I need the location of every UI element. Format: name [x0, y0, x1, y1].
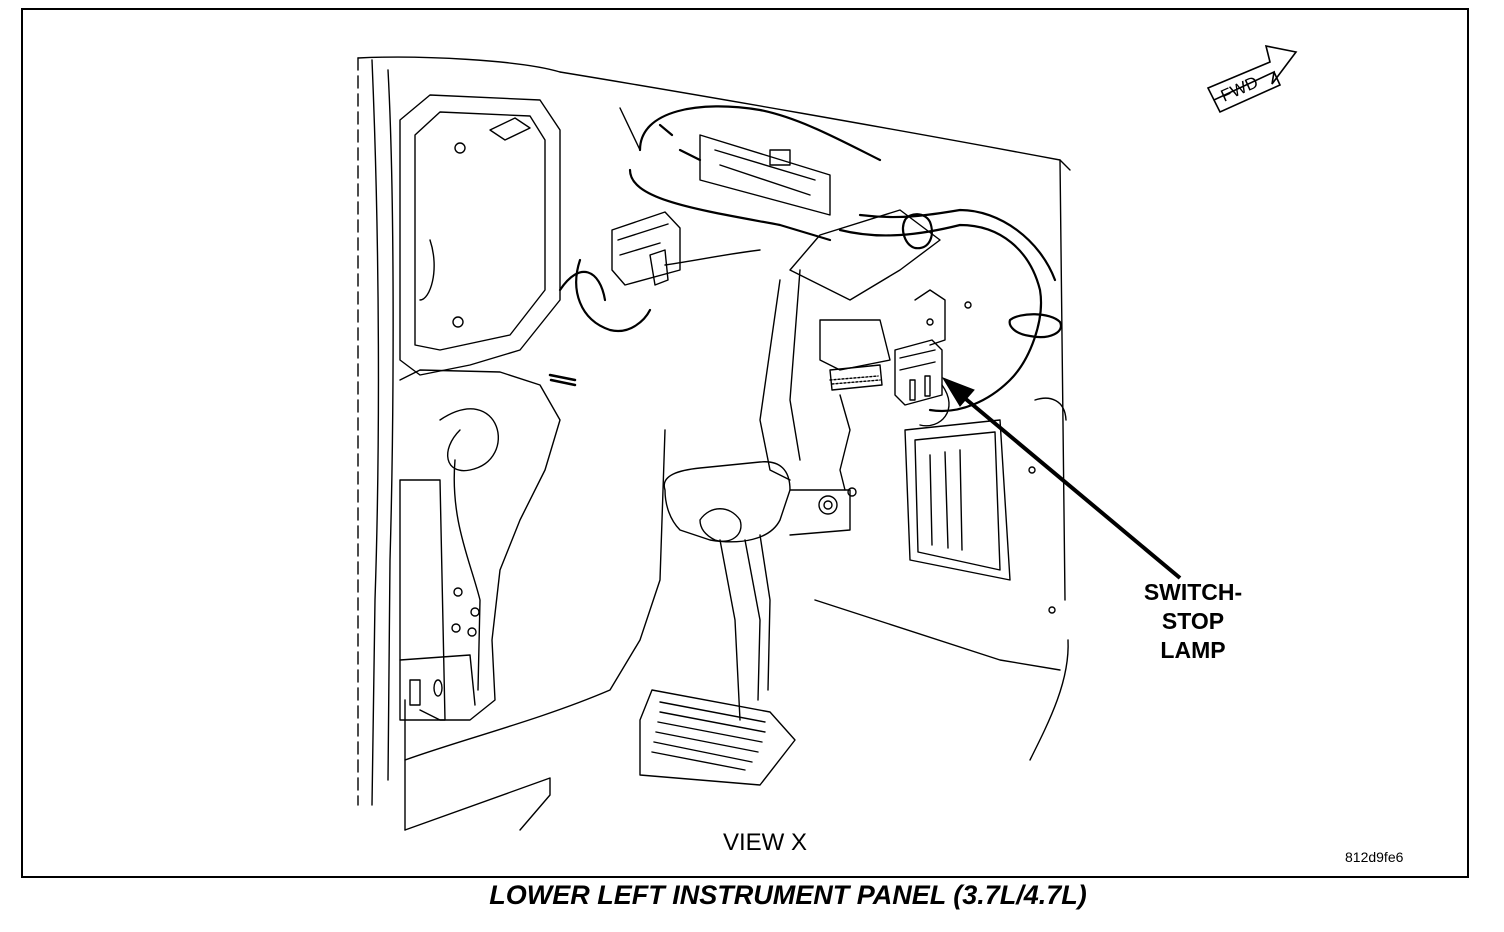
figure-title: LOWER LEFT INSTRUMENT PANEL (3.7L/4.7L) [489, 880, 1087, 910]
connector-left [611, 211, 761, 286]
cowl-trim [399, 369, 577, 721]
callout-arrow [941, 377, 1182, 580]
stop-lamp-switch [894, 289, 972, 427]
view-label: VIEW X [722, 829, 807, 856]
kick-panel [399, 94, 561, 376]
figure-code: 812d9fe6 [1345, 849, 1404, 865]
callout-line-1: SWITCH- [1143, 579, 1243, 605]
dash-upper [559, 71, 1071, 601]
switch-stop-lamp-callout: SWITCH- STOP LAMP [1108, 578, 1278, 665]
module-bracket [699, 134, 941, 301]
forward-arrow-icon: FWD [1206, 44, 1298, 114]
steering-column [759, 269, 891, 491]
callout-line-3: LAMP [1160, 637, 1226, 663]
door-pillar [357, 56, 561, 831]
floor-lines [404, 429, 1069, 831]
brake-mechanism [663, 461, 857, 721]
brake-pedal [639, 689, 796, 786]
wiring-harness [558, 105, 1063, 413]
callout-line-2: STOP [1161, 608, 1225, 634]
lower-right-panel [904, 397, 1067, 614]
figure-frame [21, 8, 1469, 878]
